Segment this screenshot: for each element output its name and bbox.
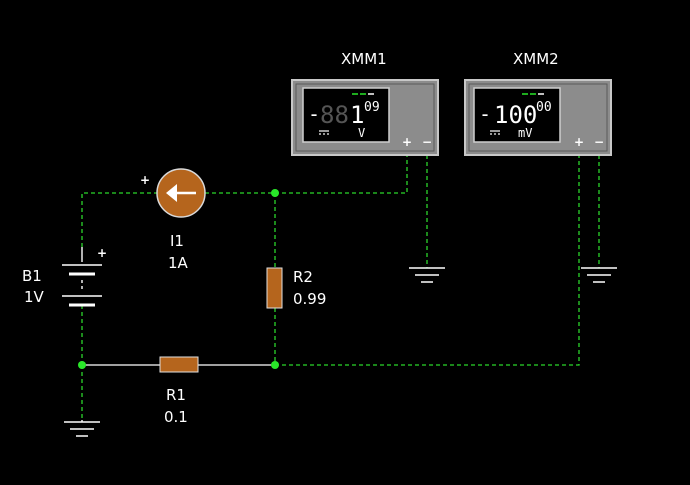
r2-value: 0.99 <box>293 290 326 308</box>
xmm2-minus-terminal[interactable]: − <box>594 135 604 149</box>
current-source-i1[interactable] <box>156 168 206 218</box>
multimeter-xmm1[interactable] <box>291 79 439 156</box>
r2-name: R2 <box>293 268 313 286</box>
battery-plus-label: + <box>97 246 107 260</box>
xmm1-sup-digits: 09 <box>364 100 380 115</box>
xmm1-sign: - <box>308 102 320 126</box>
junction-node <box>271 361 279 369</box>
wire-node-to-xmm2-plus[interactable] <box>275 155 580 366</box>
r1-value: 0.1 <box>164 408 188 426</box>
r1-name: R1 <box>166 386 186 404</box>
ground-icon <box>64 420 100 437</box>
battery-name: B1 <box>22 267 42 285</box>
resistor-r1[interactable] <box>159 356 199 373</box>
wire-battery-to-source[interactable] <box>81 192 158 247</box>
xmm2-plus-terminal[interactable]: + <box>574 135 584 149</box>
xmm2-main-digits: 100 <box>494 101 537 129</box>
battery-b1[interactable] <box>62 247 102 307</box>
xmm1-plus-terminal[interactable]: + <box>402 135 412 149</box>
xmm2-unit: mV <box>518 126 532 140</box>
xmm1-screen <box>302 87 390 143</box>
wire-node-to-xmm1-plus[interactable] <box>275 155 408 194</box>
junction-node <box>271 189 279 197</box>
xmm2-sign: - <box>479 102 491 126</box>
xmm1-minus-terminal[interactable]: − <box>422 135 432 149</box>
xmm2-screen <box>473 87 561 143</box>
battery-value: 1V <box>24 288 45 306</box>
xmm1-unit: V <box>358 126 365 140</box>
ground-icon <box>409 267 445 283</box>
xmm2-name: XMM2 <box>513 50 559 68</box>
xmm1-dim-digits: 88 <box>320 101 349 129</box>
dc-icon <box>490 130 500 135</box>
xmm1-main-digit: 1 <box>350 101 364 129</box>
ground-icon <box>581 267 617 283</box>
multimeter-xmm2[interactable] <box>464 79 612 156</box>
arrow-left-icon <box>166 184 177 202</box>
xmm1-name: XMM1 <box>341 50 387 68</box>
xmm2-sup-digits: 00 <box>536 100 552 115</box>
junction-node <box>78 361 86 369</box>
source-name: I1 <box>170 232 184 250</box>
source-plus-label: + <box>140 173 150 187</box>
resistor-r2[interactable] <box>266 267 283 309</box>
dc-icon <box>319 130 329 135</box>
source-value: 1A <box>168 254 189 272</box>
